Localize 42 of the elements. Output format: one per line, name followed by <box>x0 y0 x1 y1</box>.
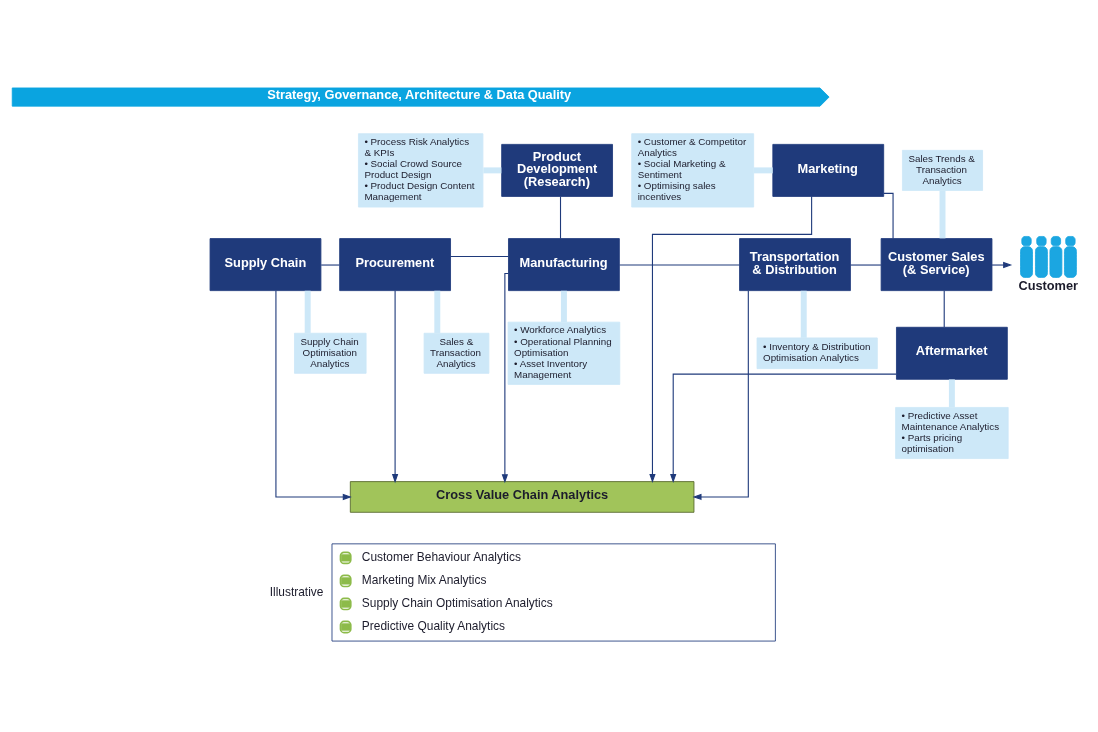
connector <box>939 190 946 238</box>
node-box: Manufacturing <box>508 237 620 291</box>
node-box: Aftermarket <box>896 326 1008 380</box>
connector <box>753 166 773 173</box>
arrow <box>991 261 1013 268</box>
node-box: Transportation & Distribution <box>739 237 851 291</box>
arrow <box>391 289 399 483</box>
node-box: • Process Risk Analytics & KPIs • Social Crowd Source Product Design • Product Design Content Management <box>358 132 484 207</box>
arrow <box>501 272 509 483</box>
node-box: • Workforce Analytics • Operational Planning Optimisation • Asset Inventory Management <box>507 321 621 385</box>
node-box: • Customer & Competitor Analytics • Social Marketing & Sentiment • Optimising sales incentives <box>631 132 755 207</box>
connector <box>943 289 945 328</box>
node-box: Cross Value Chain Analytics <box>349 480 695 513</box>
node-box: Customer Behaviour Analytics Marketing Mix Analytics Supply Chain Optimisation Analytics Predictive Quality Analytics <box>331 542 776 641</box>
node-box: Supply Chain Optimisation Analytics <box>294 332 367 374</box>
node-box: Procurement <box>339 237 451 291</box>
node-box: Marketing <box>772 143 885 197</box>
connector <box>560 290 567 322</box>
connector <box>619 263 740 266</box>
node-box: • Predictive Asset Maintenance Analytics • Parts pricing optimisation <box>895 406 1009 459</box>
node-label: Illustrative <box>269 584 324 599</box>
node-box: Sales Trends & Transaction Analytics <box>902 149 983 191</box>
connector <box>304 290 311 333</box>
arrow <box>670 373 897 483</box>
arrow <box>692 289 749 500</box>
node-label: Customer <box>1018 277 1079 293</box>
node-box: Supply Chain <box>209 237 322 291</box>
arrow <box>275 289 352 500</box>
connector <box>450 255 509 257</box>
connector <box>883 192 894 239</box>
connector <box>559 195 562 239</box>
node-box: Sales & Transaction Analytics <box>423 332 490 374</box>
connector <box>483 166 502 173</box>
connector <box>434 290 441 333</box>
node-box: Product Development (Research) <box>501 143 613 197</box>
connector <box>849 263 882 266</box>
connector <box>320 263 340 266</box>
connector <box>948 378 955 407</box>
node-box: Customer Sales (& Service) <box>880 237 993 291</box>
arrow <box>649 195 813 483</box>
node-box: • Inventory & Distribution Optimisation Analytics <box>756 337 878 369</box>
connector <box>800 290 807 338</box>
